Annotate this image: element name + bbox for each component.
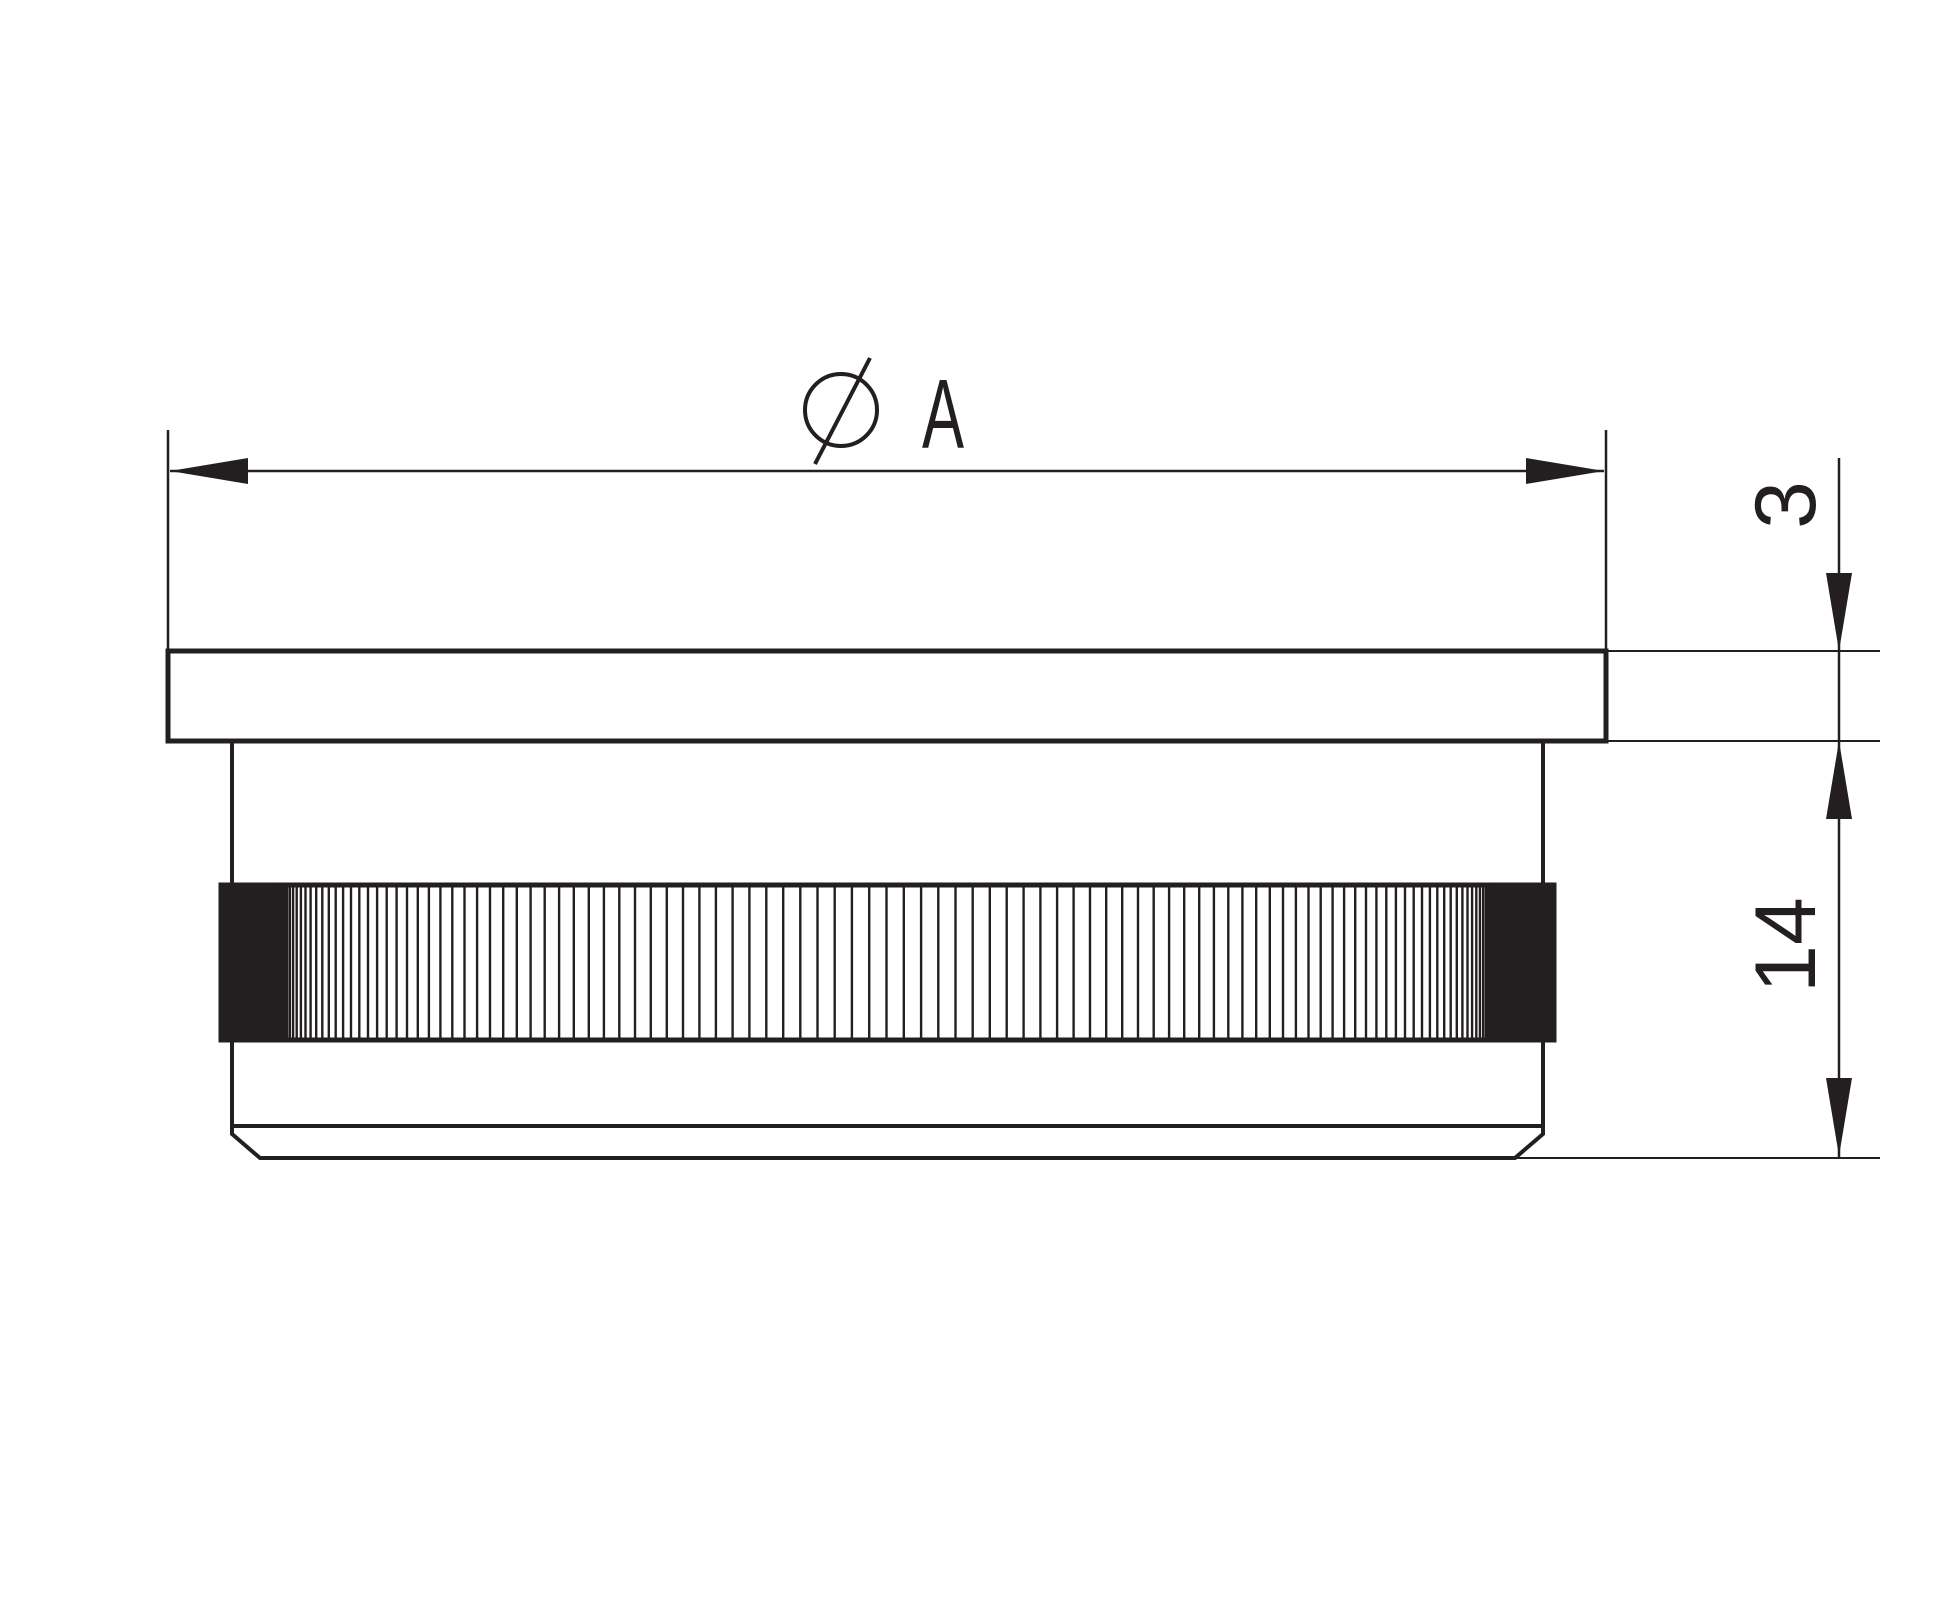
knurl-band <box>218 882 1557 1043</box>
flange-thickness-label: 3 <box>1738 481 1834 529</box>
diameter-symbol <box>803 357 879 465</box>
part-outline <box>165 648 1609 1160</box>
arrowhead-body-bottom <box>1826 1078 1852 1156</box>
arrowhead-flange-top <box>1826 573 1852 651</box>
body-height-label: 14 <box>1738 897 1834 993</box>
body-bottom-chamfer <box>230 1124 1545 1160</box>
knurl-left-shadow <box>221 885 281 1040</box>
arrowhead-left <box>170 458 248 484</box>
diameter-label: A <box>922 359 964 469</box>
height-dimensions: 3 14 <box>1515 458 1880 1159</box>
diameter-dimension: A <box>166 357 1608 651</box>
flange <box>165 648 1609 744</box>
arrowhead-flange-bottom <box>1826 741 1852 819</box>
knurl-lines <box>279 885 1494 1040</box>
arrowhead-right <box>1526 458 1604 484</box>
knurl-right-shadow <box>1492 885 1554 1040</box>
